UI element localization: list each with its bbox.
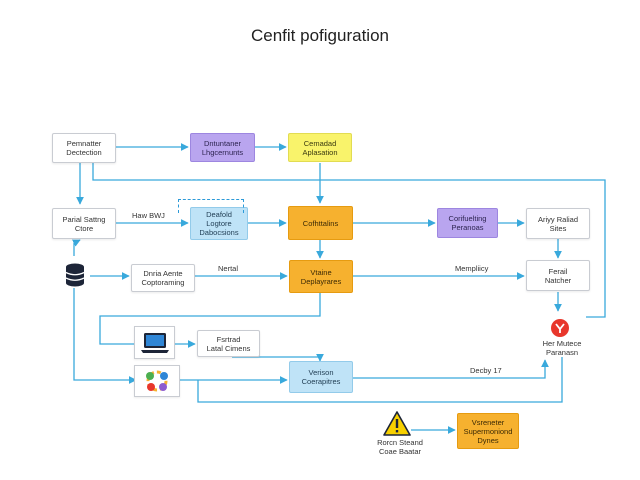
node-conflicting[interactable]: Corifuelting Peranoas <box>437 208 498 238</box>
edge-label-decby: Decby 17 <box>470 366 502 375</box>
node-alert-caption: Rorcn Steand Coae Baatar <box>377 438 423 456</box>
node-demand-application[interactable]: Cemadad Aplasation <box>288 133 352 162</box>
node-cont[interactable]: Cofhttalins <box>288 206 353 240</box>
node-apply-sites[interactable]: Ariyy Raliad Sites <box>526 208 590 239</box>
edge-perimeter-bus <box>92 163 606 318</box>
page-title: Cenfit pofiguration <box>251 26 389 45</box>
node-default-logtore[interactable]: Deafold Logtore Dabocsions <box>190 207 248 240</box>
edge-label-memplicy: Mempliicy <box>455 264 489 273</box>
edge-db-partial <box>71 239 81 256</box>
node-heat[interactable]: Her Mutece Paranasn <box>542 339 582 357</box>
node-vender[interactable]: Vsreneter Supermoniond Dynes <box>457 413 519 449</box>
edge-factory-version <box>232 353 324 362</box>
database-icon <box>62 262 88 288</box>
edge-gear-bus <box>197 357 563 403</box>
node-retail-natcher[interactable]: Ferail Natcher <box>526 260 590 291</box>
alert-icon <box>548 316 572 340</box>
edge-db-gears <box>73 288 137 384</box>
laptop-icon <box>134 326 175 359</box>
node-dispatch[interactable]: Dnria Aente Coptoraming <box>131 264 195 292</box>
node-version[interactable]: Verison Coerapitres <box>289 361 353 393</box>
edge-label-nertal: Nertal <box>218 264 239 273</box>
node-visitor-deployments[interactable]: Vtaine Deplayrares <box>289 260 353 293</box>
warning-icon <box>383 410 411 436</box>
edge-visitor-loop <box>99 293 321 345</box>
node-detachment[interactable]: Dntuntaner Lhgcernunts <box>190 133 255 162</box>
edge-version-right <box>353 359 549 379</box>
node-factory[interactable]: Fsrtrad Latal Cimens <box>197 330 260 357</box>
node-partial-setting[interactable]: Parial Sattng Ctore <box>52 208 116 239</box>
dashed-selection-frame <box>178 199 244 213</box>
gear-cluster-icon <box>134 365 180 397</box>
node-perimeter-detection[interactable]: Pemnatter Dectection <box>52 133 116 163</box>
edge-label-hdw: Haw BWJ <box>132 211 165 220</box>
